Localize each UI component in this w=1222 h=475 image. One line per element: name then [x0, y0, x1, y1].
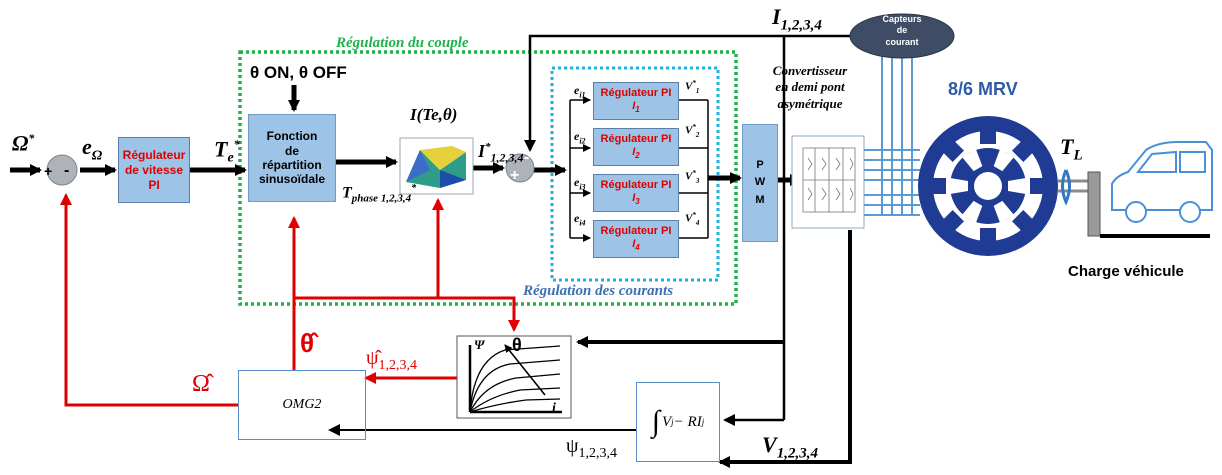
voltage-ref-1: V*1	[685, 79, 700, 95]
current-sensors	[849, 13, 955, 59]
error-i4: ei4	[574, 211, 586, 228]
converter-block	[791, 135, 865, 229]
torque-reference-label: Te*	[214, 136, 240, 166]
sum2-plus: +	[510, 167, 520, 184]
measured-voltage-label: V1,2,3,4	[762, 432, 818, 462]
computed-flux-label: ψ1,2,3,4	[566, 435, 618, 461]
error-i2: ei2	[574, 129, 586, 146]
error-i3: ei3	[574, 175, 586, 192]
graph-i-label: i	[552, 401, 556, 416]
estimated-flux-label: ψ̂1,2,3,4	[366, 347, 418, 373]
speed-reference-label: Ω*	[12, 130, 35, 156]
voltage-ref-2: V*2	[685, 123, 700, 139]
current-regulation-frame	[550, 66, 720, 282]
flux-curves-icon	[456, 335, 572, 419]
voltage-ref-4: V*4	[685, 211, 700, 227]
sum2-minus: -	[524, 149, 530, 166]
current-reference-label: I*1,2,3,4	[478, 141, 524, 165]
current-regulation-title: Régulation des courants	[523, 283, 674, 299]
phase-torque-label: Tphase 1,2,3,4*	[342, 183, 417, 205]
error-i1: ei1	[574, 83, 586, 100]
graph-theta-label: θ	[512, 335, 522, 355]
vehicle-load-label: Charge véhicule	[1068, 263, 1184, 280]
estimated-position-label: θ̂	[300, 328, 315, 358]
srm-motor	[918, 116, 1058, 256]
estimated-speed-label: Ω̂	[192, 371, 210, 397]
voltage-ref-3: V*3	[685, 169, 700, 185]
motor-label: 8/6 MRV	[948, 79, 1018, 99]
torque-regulation-frame	[238, 50, 738, 306]
speed-error-label: eΩ	[82, 134, 103, 164]
theta-on-off-label: θ ON, θ OFF	[250, 63, 347, 82]
vehicle-icon	[1111, 141, 1213, 223]
measured-current-label: I1,2,3,4	[772, 4, 822, 34]
current-lookup-surface	[399, 137, 474, 195]
torque-regulation-title: Régulation du couple	[336, 35, 469, 51]
current-summing-junction	[505, 153, 535, 183]
sum1-plus: +	[44, 163, 53, 179]
sum1-minus: -	[64, 162, 70, 179]
current-lookup-label: I(Te,θ)	[410, 105, 458, 124]
load-torque-arrow	[1061, 169, 1071, 206]
load-torque-label: TL	[1060, 134, 1083, 164]
graph-psi-label: Ψ	[474, 337, 485, 352]
omg2-estimator: OMG2	[238, 370, 366, 440]
speed-summing-junction	[46, 154, 78, 186]
